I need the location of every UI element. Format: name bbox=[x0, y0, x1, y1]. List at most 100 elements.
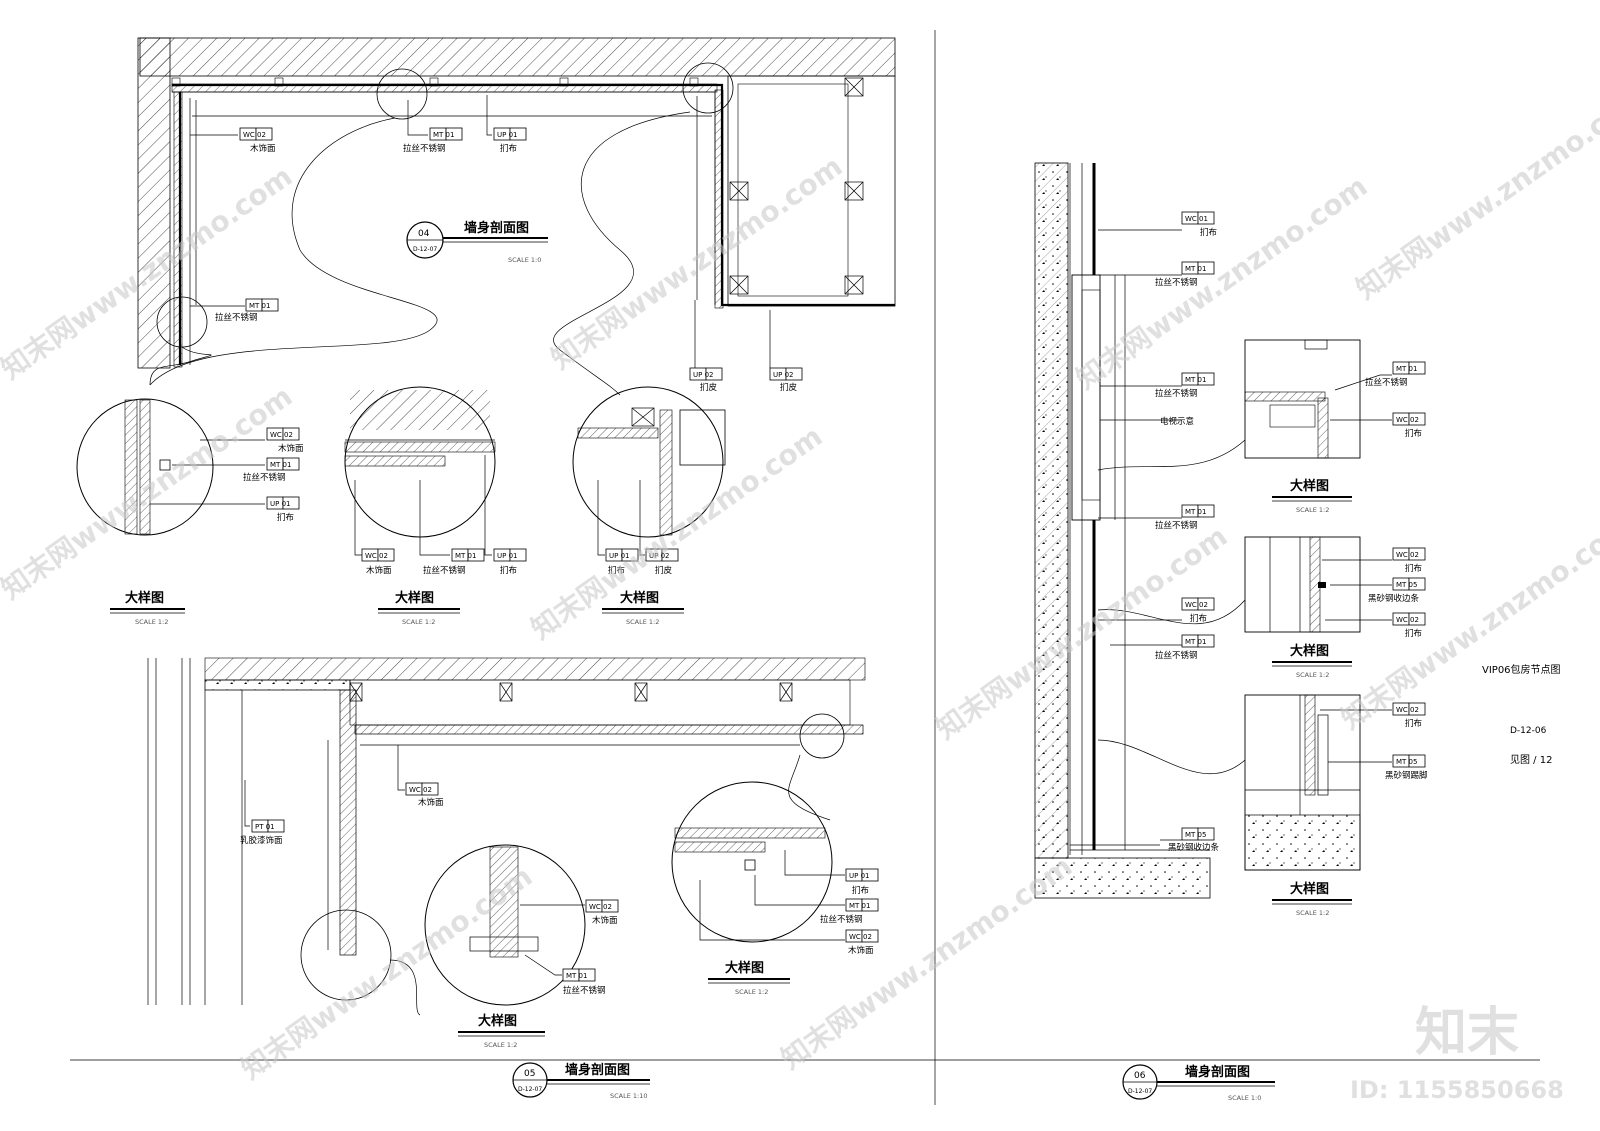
svg-text:04: 04 bbox=[418, 229, 430, 239]
svg-text:墙身剖面图: 墙身剖面图 bbox=[1185, 1064, 1250, 1080]
svg-text:WC 02: WC 02 bbox=[849, 933, 872, 941]
tag-up01-a: UP 01 bbox=[493, 127, 527, 141]
section-05-plan bbox=[147, 657, 866, 1016]
note-black-trim-a: 黑砂钢收边条 bbox=[1168, 842, 1220, 853]
tag-mt01-b: MT 01 bbox=[245, 298, 279, 312]
note-black-skirting: 黑砂钢踢脚 bbox=[1385, 770, 1428, 781]
svg-text:大样图: 大样图 bbox=[125, 590, 164, 606]
note-fabric-e: 扪布 bbox=[852, 885, 869, 896]
note-latex: 乳胶漆饰面 bbox=[240, 835, 283, 846]
svg-text:SCALE 1:2: SCALE 1:2 bbox=[135, 618, 168, 626]
svg-text:MT 05: MT 05 bbox=[1396, 758, 1417, 766]
svg-text:WC 01: WC 01 bbox=[1185, 215, 1208, 223]
note-ss-d: 拉丝不锈钢 bbox=[423, 565, 466, 576]
detail-label-4: 大样图 SCALE 1:2 bbox=[458, 1013, 545, 1049]
svg-text:WC 02: WC 02 bbox=[270, 431, 293, 439]
svg-text:SCALE 1:2: SCALE 1:2 bbox=[1296, 671, 1329, 679]
svg-text:WC 02: WC 02 bbox=[589, 903, 612, 911]
tag-up02-a: UP 02 bbox=[689, 367, 723, 381]
note-wood-f: 木饰面 bbox=[848, 945, 874, 956]
detail-label-2: 大样图 SCALE 1:2 bbox=[378, 590, 460, 626]
note-wood-c: 木饰面 bbox=[366, 565, 392, 576]
note-ss-k: 拉丝不锈钢 bbox=[1365, 377, 1408, 388]
note-ss-f: 拉丝不锈钢 bbox=[820, 914, 863, 925]
svg-text:D-12-07: D-12-07 bbox=[413, 246, 437, 253]
note-tv: 电视示意 bbox=[1160, 416, 1194, 427]
watermark-site-7: 知末网www.znzmo.com bbox=[1350, 80, 1600, 306]
svg-text:WC 02: WC 02 bbox=[1396, 706, 1419, 714]
section-06-title: 06 D-12-07 墙身剖面图 SCALE 1:0 bbox=[1122, 1064, 1275, 1102]
note-fabric-g: 扪布 bbox=[1190, 613, 1207, 624]
svg-text:06: 06 bbox=[1134, 1071, 1146, 1081]
svg-text:墙身剖面图: 墙身剖面图 bbox=[565, 1062, 630, 1078]
svg-text:大样图: 大样图 bbox=[1290, 881, 1329, 897]
svg-text:MT 01: MT 01 bbox=[1185, 376, 1206, 384]
svg-text:SCALE 1:10: SCALE 1:10 bbox=[610, 1092, 648, 1100]
tag-up01-d: UP 01 bbox=[605, 548, 639, 562]
right-sheet-ref: 见图 / 12 bbox=[1510, 754, 1552, 766]
svg-text:SCALE 1:2: SCALE 1:2 bbox=[402, 618, 435, 626]
svg-text:MT 01: MT 01 bbox=[1185, 265, 1206, 273]
note-ss-a: 拉丝不锈钢 bbox=[403, 143, 446, 154]
svg-text:MT 01: MT 01 bbox=[249, 302, 270, 310]
svg-text:MT 01: MT 01 bbox=[1185, 508, 1206, 516]
svg-text:WC 02: WC 02 bbox=[1396, 551, 1419, 559]
right-sheet-code: D-12-06 bbox=[1510, 726, 1547, 736]
note-fabric-f: 扪布 bbox=[1200, 227, 1217, 238]
detail-label-6: 大样图 SCALE 1:2 bbox=[1272, 478, 1352, 514]
svg-text:D-12-07: D-12-07 bbox=[1128, 1088, 1152, 1095]
note-ss-c: 拉丝不锈钢 bbox=[243, 472, 286, 483]
svg-text:MT 01: MT 01 bbox=[1396, 365, 1417, 373]
tag-mt01-k: MT 01 bbox=[1392, 361, 1426, 375]
tag-up02-b: UP 02 bbox=[769, 367, 803, 381]
detail-box-1 bbox=[1244, 339, 1392, 459]
note-fabric-j: 扪布 bbox=[1405, 628, 1422, 639]
detail-box-2 bbox=[1244, 536, 1392, 633]
tag-wc02-g: WC 02 bbox=[1181, 597, 1215, 611]
watermark-site-6: 知末网www.znzmo.com bbox=[1070, 170, 1373, 396]
svg-text:WC 02: WC 02 bbox=[1396, 616, 1419, 624]
svg-text:UP 01: UP 01 bbox=[609, 552, 629, 560]
svg-text:大样图: 大样图 bbox=[1290, 643, 1329, 659]
svg-text:SCALE 1:2: SCALE 1:2 bbox=[1296, 909, 1329, 917]
svg-text:MT 05: MT 05 bbox=[1396, 581, 1417, 589]
detail-circle-1 bbox=[76, 398, 265, 536]
tag-pt01: PT 01 bbox=[251, 819, 285, 833]
tag-wc02-e: WC 02 bbox=[585, 899, 619, 913]
detail-label-8: 大样图 SCALE 1:2 bbox=[1272, 881, 1352, 917]
tag-mt01-c: MT 01 bbox=[266, 457, 300, 471]
svg-text:MT 01: MT 01 bbox=[455, 552, 476, 560]
watermark-site-4: 知末网www.znzmo.com bbox=[525, 420, 828, 646]
svg-text:SCALE 1:2: SCALE 1:2 bbox=[1296, 506, 1329, 514]
svg-text:UP 01: UP 01 bbox=[849, 872, 869, 880]
detail-label-7: 大样图 SCALE 1:2 bbox=[1272, 643, 1352, 679]
note-fabric-a: 扪布 bbox=[500, 143, 517, 154]
tag-mt05-c: MT 05 bbox=[1392, 754, 1426, 768]
detail-label-3: 大样图 SCALE 1:2 bbox=[602, 590, 684, 626]
detail-circle-4 bbox=[424, 844, 586, 1006]
note-ss-e: 拉丝不锈钢 bbox=[563, 985, 606, 996]
note-fabric-i: 扪布 bbox=[1405, 563, 1422, 574]
note-ss-g: 拉丝不锈钢 bbox=[1155, 277, 1198, 288]
watermark-site-9: 知末网www.znzmo.com bbox=[235, 860, 538, 1086]
section-04-plan bbox=[137, 37, 896, 396]
note-wood-d: 木饰面 bbox=[418, 797, 444, 808]
svg-text:MT 01: MT 01 bbox=[433, 131, 454, 139]
tag-wc02-d: WC 02 bbox=[405, 782, 439, 796]
svg-text:SCALE 1:2: SCALE 1:2 bbox=[626, 618, 659, 626]
svg-text:大样图: 大样图 bbox=[395, 590, 434, 606]
tag-mt01-i: MT 01 bbox=[1181, 504, 1215, 518]
tag-wc02-f: WC 02 bbox=[845, 929, 879, 943]
tag-wc02-k: WC 02 bbox=[1392, 702, 1426, 716]
svg-text:UP 01: UP 01 bbox=[497, 131, 517, 139]
watermark-id: ID: 1155850668 bbox=[1350, 1076, 1564, 1104]
svg-text:MT 01: MT 01 bbox=[1185, 638, 1206, 646]
watermark-site-8: 知末网www.znzmo.com bbox=[1335, 510, 1600, 736]
svg-text:SCALE 1:0: SCALE 1:0 bbox=[1228, 1094, 1261, 1102]
svg-text:05: 05 bbox=[524, 1069, 535, 1079]
note-leather-a: 扪皮 bbox=[700, 382, 718, 393]
svg-text:SCALE 1:0: SCALE 1:0 bbox=[508, 256, 541, 264]
tag-wc02-c: WC 02 bbox=[361, 548, 395, 562]
tag-mt01-f: MT 01 bbox=[845, 898, 879, 912]
